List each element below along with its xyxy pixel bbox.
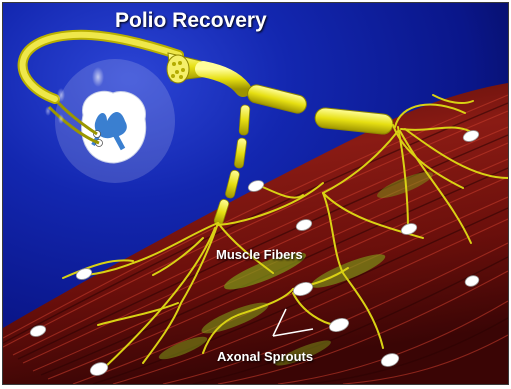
diagram-frame: Polio Recovery Muscle Fibers Axonal Spro… — [2, 2, 509, 385]
spinal-cord-cross-section — [82, 91, 146, 163]
diagram-title: Polio Recovery — [115, 9, 267, 33]
muscle-fibers-label: Muscle Fibers — [216, 247, 303, 262]
axonal-sprouts-label: Axonal Sprouts — [217, 349, 313, 364]
polio-recovery-illustration — [3, 3, 508, 384]
